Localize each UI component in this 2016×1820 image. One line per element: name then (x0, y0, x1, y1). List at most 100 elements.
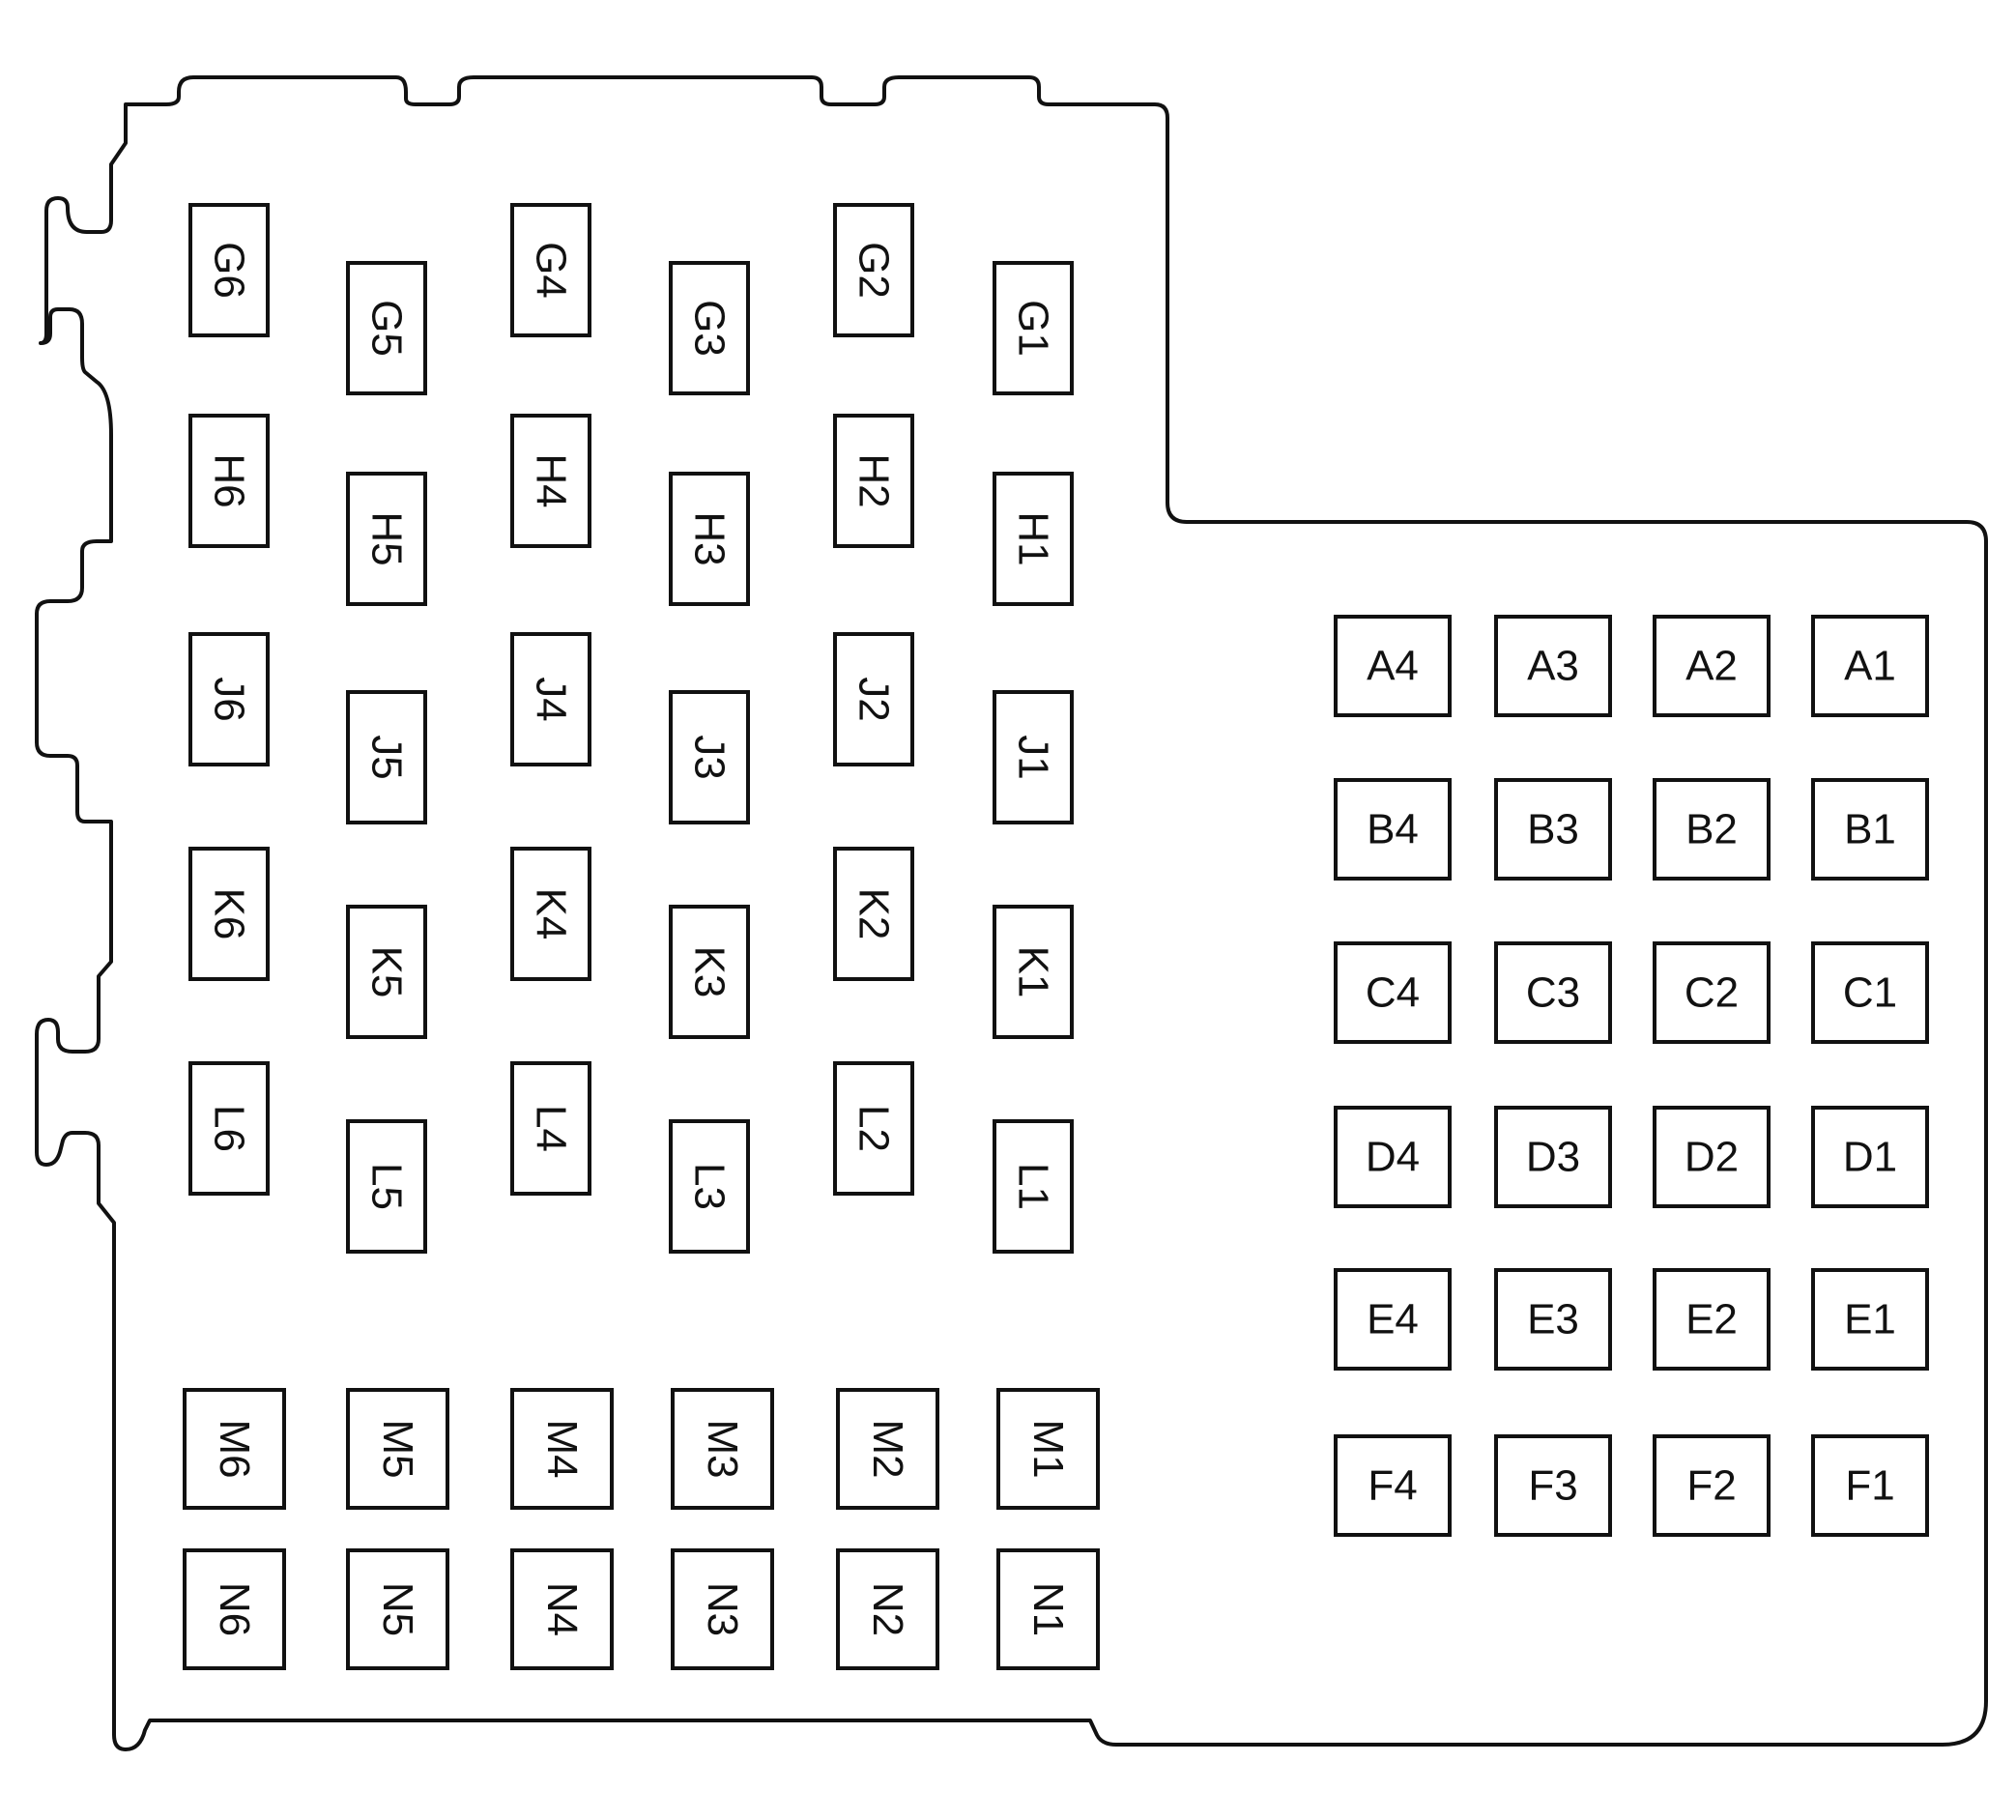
fuse-box-outline (1334, 615, 1452, 717)
fuse-label: E4 (1367, 1296, 1419, 1343)
fuse-box-outline (1494, 941, 1612, 1044)
fuse-label: N5 (374, 1582, 421, 1636)
fuse-box-outline (1334, 1106, 1452, 1208)
fuse-label: K1 (1010, 946, 1057, 998)
fuse-label: D4 (1366, 1134, 1420, 1181)
fuse-box-outline (833, 414, 914, 548)
fuse-c3: C3 (1494, 941, 1612, 1044)
fuse-d1: D1 (1811, 1106, 1929, 1208)
fuse-label: N4 (538, 1582, 586, 1636)
fuse-box-outline (671, 1548, 774, 1670)
fuse-label: M4 (538, 1419, 586, 1478)
fuse-j4: J4 (510, 632, 591, 766)
fuse-a1: A1 (1811, 615, 1929, 717)
fuse-label: H2 (850, 453, 898, 507)
fuse-label: G5 (363, 300, 411, 357)
fuse-box-outline (833, 1061, 914, 1196)
fuse-k1: K1 (993, 905, 1074, 1039)
fuse-b1: B1 (1811, 778, 1929, 881)
fuse-m2: M2 (836, 1388, 939, 1510)
fuse-d2: D2 (1653, 1106, 1771, 1208)
fuse-label: F3 (1528, 1462, 1577, 1510)
fuse-label: J2 (850, 677, 898, 721)
fuse-a4: A4 (1334, 615, 1452, 717)
fuse-label: M5 (374, 1419, 421, 1478)
fuse-box-outline (669, 472, 750, 606)
fuse-box-outline (1811, 1434, 1929, 1537)
fuse-label: E2 (1685, 1296, 1738, 1343)
fuse-box-outline (1653, 1434, 1771, 1537)
fuse-label: J5 (363, 735, 411, 779)
fuse-box-outline (993, 905, 1074, 1039)
fuse-label: J1 (1010, 735, 1057, 779)
fuse-label: B2 (1685, 806, 1738, 853)
fuse-box-outline (1653, 615, 1771, 717)
fuse-a3: A3 (1494, 615, 1612, 717)
fuse-label: N6 (211, 1582, 258, 1636)
fuse-l6: L6 (188, 1061, 270, 1196)
fuse-k2: K2 (833, 847, 914, 981)
fuse-box-outline (1811, 941, 1929, 1044)
fuse-label: L2 (850, 1105, 898, 1152)
fuse-m4: M4 (510, 1388, 614, 1510)
fuse-box-outline (1653, 941, 1771, 1044)
fuse-f4: F4 (1334, 1434, 1452, 1537)
fuse-box-outline (1494, 1268, 1612, 1371)
fuse-label: C4 (1366, 969, 1420, 1017)
fuse-box-outline (1653, 1268, 1771, 1371)
fuse-c1: C1 (1811, 941, 1929, 1044)
fuse-label: L4 (528, 1105, 575, 1152)
fuse-box-outline (1334, 778, 1452, 881)
fuse-label: F1 (1845, 1462, 1894, 1510)
fuse-label: K4 (528, 888, 575, 940)
fuse-e3: E3 (1494, 1268, 1612, 1371)
fuse-h6: H6 (188, 414, 270, 548)
fuse-label: B1 (1844, 806, 1896, 853)
fuse-box-outline (996, 1388, 1100, 1510)
fuse-box-outline (836, 1548, 939, 1670)
fuse-label: K3 (686, 946, 734, 998)
fuse-n3: N3 (671, 1548, 774, 1670)
fuse-box-outline (183, 1548, 286, 1670)
fuse-f2: F2 (1653, 1434, 1771, 1537)
fuse-label: A2 (1685, 643, 1738, 690)
fuse-h1: H1 (993, 472, 1074, 606)
fuse-m6: M6 (183, 1388, 286, 1510)
fuse-n4: N4 (510, 1548, 614, 1670)
fuse-k5: K5 (346, 905, 427, 1039)
fuse-h5: H5 (346, 472, 427, 606)
fuse-m5: M5 (346, 1388, 449, 1510)
fuse-b3: B3 (1494, 778, 1612, 881)
fuse-box-outline (1334, 941, 1452, 1044)
fuse-box-outline (1811, 1106, 1929, 1208)
fuse-box-outline (669, 1119, 750, 1254)
fuse-box-outline (188, 414, 270, 548)
fuse-box-outline (188, 632, 270, 766)
fuse-label: L5 (363, 1163, 411, 1210)
fuse-label: K6 (206, 888, 253, 940)
fuse-label: B3 (1527, 806, 1579, 853)
fuse-label: G3 (686, 300, 734, 357)
fuse-box-outline (510, 1061, 591, 1196)
fuse-box-outline (1811, 615, 1929, 717)
fuse-label: C1 (1843, 969, 1897, 1017)
fuse-box-outline (669, 261, 750, 395)
fuse-label: D1 (1843, 1134, 1897, 1181)
fuse-c2: C2 (1653, 941, 1771, 1044)
fuse-panel-outline (35, 75, 1988, 1751)
fuse-g1: G1 (993, 261, 1074, 395)
fuse-g4: G4 (510, 203, 591, 337)
fuse-h3: H3 (669, 472, 750, 606)
fuse-n1: N1 (996, 1548, 1100, 1670)
fuse-b2: B2 (1653, 778, 1771, 881)
fuse-label: F4 (1368, 1462, 1417, 1510)
fuse-box-outline (993, 261, 1074, 395)
fuse-l2: L2 (833, 1061, 914, 1196)
fuse-label: G2 (850, 242, 898, 299)
fuse-n2: N2 (836, 1548, 939, 1670)
fuse-label: J6 (206, 677, 253, 721)
fuse-label: C3 (1526, 969, 1580, 1017)
fuse-label: H3 (686, 511, 734, 565)
fuse-box-outline (1653, 778, 1771, 881)
fuse-box-outline (510, 632, 591, 766)
